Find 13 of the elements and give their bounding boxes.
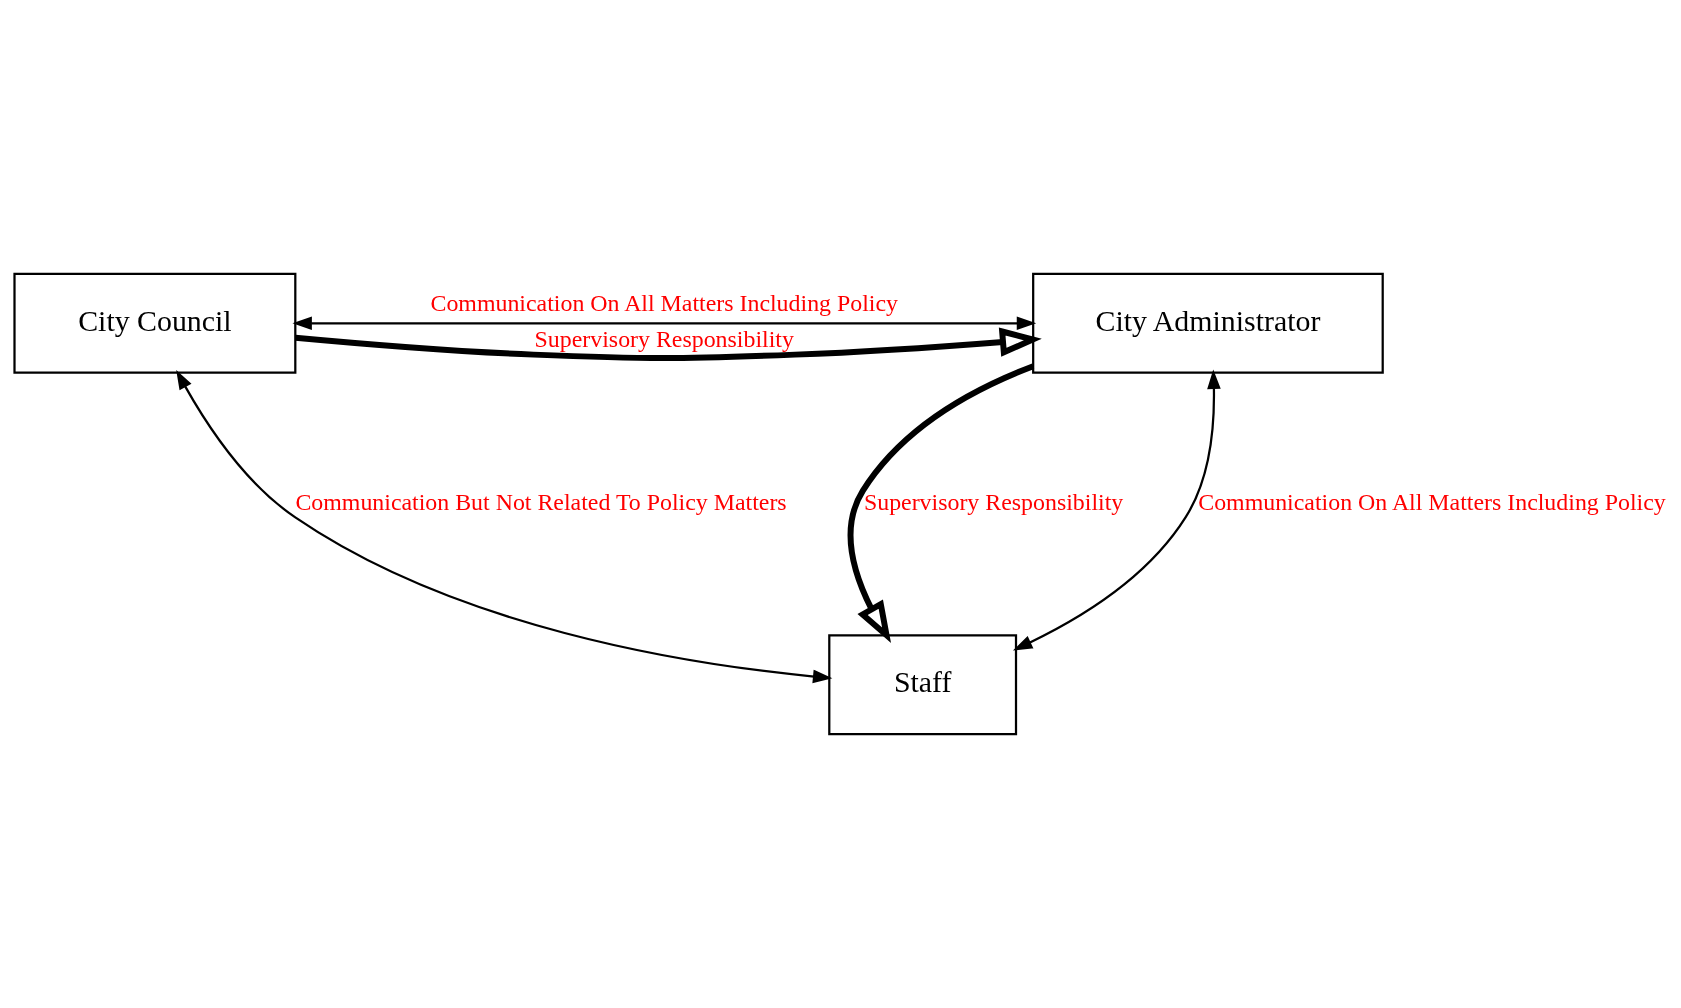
edge-label: Supervisory Responsibility — [863, 488, 1124, 515]
arrow — [1012, 369, 1221, 651]
arrow — [847, 363, 1035, 643]
edge-label: Communication On All Matters Including Policy — [1198, 488, 1666, 515]
arrow — [295, 327, 1042, 362]
edge-label: Communication But Not Related To Policy Matters — [295, 488, 787, 515]
node-box: City Administrator — [1032, 272, 1384, 374]
arrow — [292, 316, 1037, 331]
node-box: City Council — [13, 272, 297, 374]
node-box: Staff — [828, 634, 1018, 736]
arrow — [176, 369, 833, 684]
edge-label: Communication On All Matters Including Policy — [430, 290, 898, 317]
edge-label: Supervisory Responsibility — [534, 325, 794, 352]
